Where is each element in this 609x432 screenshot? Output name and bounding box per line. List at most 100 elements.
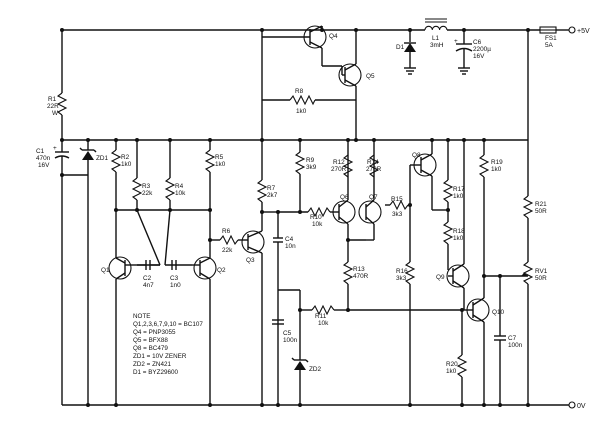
r1-value: 22R [47, 103, 59, 110]
resistor-r14: R14 270R [366, 154, 382, 178]
rv1-ref: RV1 [535, 268, 548, 275]
inductor-l1: L1 3mH [424, 18, 448, 49]
resistor-r11: R11 10k [300, 304, 348, 327]
transistor-q10: Q10 [463, 276, 505, 405]
c1-value: 470n [36, 155, 51, 162]
r7-value: 2k7 [267, 192, 278, 199]
c6-voltage: 16V [473, 53, 485, 60]
r1-power: W [52, 110, 59, 117]
capacitor-c6: + C6 2200µ 16V [454, 30, 491, 75]
component-note: NOTE Q1,2,3,6,7,9,10 = BC107 Q4 = PNP305… [133, 313, 203, 376]
r2-ref: R2 [121, 154, 130, 161]
r15-value: 3k3 [392, 211, 403, 218]
r13-value: 470R [353, 273, 369, 280]
r6-value: 22k [222, 247, 233, 254]
c1-voltage: 16V [38, 162, 50, 169]
c5-ref: C5 [283, 330, 292, 337]
r3-value: 22k [142, 190, 153, 197]
r14-ref: R14 [367, 159, 379, 166]
r13-ref: R13 [353, 266, 365, 273]
resistor-r18: R18 1k0 [442, 221, 465, 270]
fs1-value: 5A [545, 42, 554, 49]
r4-ref: R4 [175, 183, 184, 190]
resistor-r15: R15 3k3 [385, 196, 410, 218]
r21-ref: R21 [535, 201, 547, 208]
r19-value: 1k0 [491, 166, 502, 173]
zd2-ref: ZD2 [309, 366, 322, 373]
r8-ref: R8 [295, 88, 304, 95]
r12-value: 270R [331, 166, 347, 173]
zener-zd2: ZD2 [291, 357, 322, 405]
r21-value: 50R [535, 208, 547, 215]
r14-value: 270R [366, 166, 382, 173]
resistor-r2: R2 1k0 [110, 140, 132, 258]
resistor-r16: R16 3k3 [396, 175, 416, 405]
note-line-3: Q5 = BFX88 [133, 337, 168, 344]
capacitor-c3: C3 1n0 [170, 260, 181, 289]
transistor-q9: Q9 [436, 140, 470, 300]
r9-value: 3k9 [306, 164, 317, 171]
r8-value: 1k0 [296, 108, 307, 115]
l1-value: 3mH [430, 42, 444, 49]
c3-ref: C3 [170, 275, 179, 282]
resistor-r21: R21 50R [522, 30, 547, 262]
capacitor-c7: C7 100n [494, 276, 523, 405]
svg-text:Q9: Q9 [436, 274, 445, 281]
svg-text:Q7: Q7 [369, 194, 378, 201]
fuse-fs1: FS1 5A [539, 26, 557, 49]
transistor-q2: Q2 [192, 256, 226, 405]
c6-value: 2200µ [473, 46, 491, 53]
diode-d1: D1 [396, 30, 416, 75]
r20-value: 1k0 [446, 368, 457, 375]
resistor-r4: R4 10k [164, 140, 186, 210]
capacitor-c4: C4 10n [273, 212, 296, 405]
capacitor-c1: + C1 470n 16V [36, 140, 70, 175]
r10-ref: R10 [310, 214, 322, 221]
fs1-ref: FS1 [545, 35, 557, 42]
resistor-r12: R12 270R [331, 154, 354, 178]
capacitor-c5: C5 100n [272, 319, 298, 344]
zero-v-terminal: 0V [568, 401, 586, 410]
resistor-r19: R19 1k0 [478, 140, 503, 276]
note-title: NOTE [133, 313, 151, 320]
note-line-2: Q4 = PNP3055 [133, 329, 176, 336]
r17-ref: R17 [453, 186, 465, 193]
resistor-r1: R1 22R W [47, 30, 68, 140]
plus-5v-terminal: +5V [568, 26, 590, 35]
r3-ref: R3 [142, 183, 151, 190]
r18-ref: R18 [453, 228, 465, 235]
c2-value: 4n7 [143, 282, 154, 289]
zero-v-label: 0V [577, 403, 586, 410]
r12-ref: R12 [333, 159, 345, 166]
c1-ref: C1 [36, 148, 45, 155]
transistor-q7: Q7 [358, 140, 382, 241]
svg-text:Q2: Q2 [217, 267, 226, 274]
r11-ref: R11 [315, 313, 327, 320]
resistor-r9: R9 3k9 [294, 140, 317, 212]
plus-5v-label: +5V [577, 28, 590, 35]
resistor-r20: R20 1k0 [446, 354, 468, 405]
r16-value: 3k3 [396, 275, 407, 282]
c7-value: 100n [508, 342, 523, 349]
zener-zd1: ZD1 [79, 140, 109, 175]
r10-value: 10k [312, 221, 323, 228]
note-line-4: Q8 = BC479 [133, 345, 168, 352]
junction-dots [60, 28, 530, 407]
r9-ref: R9 [306, 157, 315, 164]
note-line-5: ZD1 = 10V ZENER [133, 353, 187, 360]
r15-ref: R15 [391, 196, 403, 203]
r20-ref: R20 [446, 361, 458, 368]
zd1-ref: ZD1 [96, 155, 109, 162]
note-line-1: Q1,2,3,6,7,9,10 = BC107 [133, 321, 203, 328]
r17-value: 1k0 [453, 193, 464, 200]
d1-ref: D1 [396, 44, 405, 51]
svg-text:Q4: Q4 [329, 33, 338, 40]
resistor-r8: R8 1k0 [262, 88, 350, 115]
transistor-q4-top: Q4 [262, 25, 342, 67]
svg-text:Q10: Q10 [492, 309, 505, 316]
transistor-q6: Q6 [332, 140, 356, 262]
r1-ref: R1 [48, 96, 57, 103]
r19-ref: R19 [491, 159, 503, 166]
note-line-7: D1 = BYZ29600 [133, 369, 178, 376]
